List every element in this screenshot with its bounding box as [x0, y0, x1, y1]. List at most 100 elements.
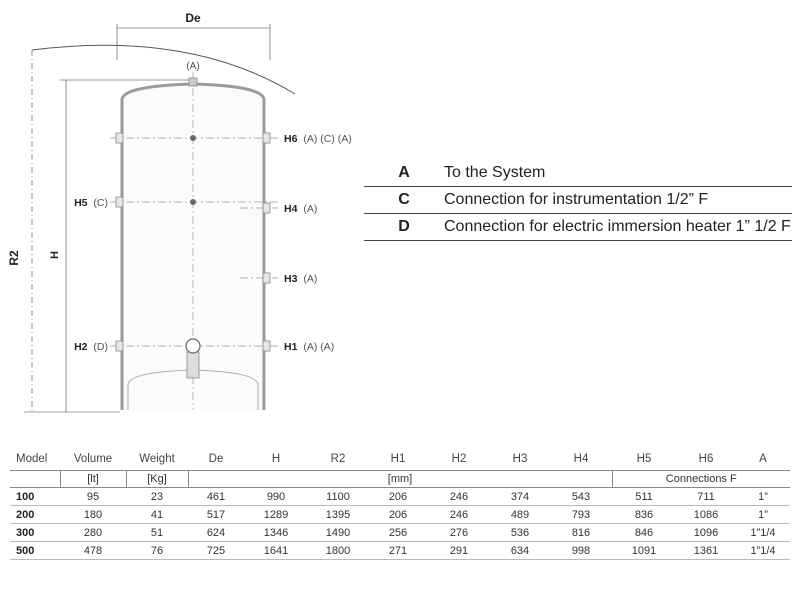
- table-cell: 200: [10, 505, 60, 524]
- connection-label-h1: H1 (A) (A): [284, 341, 334, 353]
- connection-label-h4: H4 (A): [284, 203, 317, 215]
- table-cell: 511: [612, 487, 676, 506]
- table-cell: 41: [126, 505, 188, 524]
- column-header: R2: [330, 453, 346, 465]
- table-cell: 536: [490, 523, 550, 542]
- table-cell: 1”1/4: [736, 523, 790, 542]
- column-header: H6: [698, 453, 714, 465]
- table-cell: 461: [188, 487, 244, 506]
- table-cell: 280: [60, 523, 126, 542]
- legend-text: Connection for electric immersion heater…: [444, 213, 792, 241]
- table-cell: 206: [368, 487, 428, 506]
- table-cell: 836: [612, 505, 676, 524]
- table-cell: 246: [428, 487, 490, 506]
- column-header: H: [271, 453, 281, 465]
- connection-legend: A To the System C Connection for instrum…: [364, 160, 792, 241]
- table-cell: 246: [428, 505, 490, 524]
- table-cell: 180: [60, 505, 126, 524]
- table-row: 100 95 23 461 990 1100 206 246 374 543 5…: [10, 487, 790, 506]
- legend-row: A To the System: [364, 160, 792, 187]
- nozzles: [115, 132, 271, 352]
- connection-label-h5: H5 (C): [74, 197, 108, 209]
- units-cell: [lt]: [59, 470, 127, 488]
- legend-code: D: [364, 213, 444, 241]
- table-cell: 624: [188, 523, 244, 542]
- legend-text: Connection for instrumentation 1/2” F: [444, 186, 792, 214]
- table-cell: 1100: [308, 487, 368, 506]
- table-cell: 634: [490, 541, 550, 560]
- table-cell: 990: [244, 487, 308, 506]
- connection-dot-h6: [190, 135, 196, 141]
- h-dimension: [60, 79, 190, 412]
- tank-technical-drawing: De R2 H (A): [7, 11, 352, 413]
- table-row: 300 280 51 624 1346 1490 256 276 536 816…: [10, 523, 790, 542]
- specifications-table: Model Volume Weight De H R2 H1 H2 H3 H4 …: [10, 448, 790, 560]
- table-cell: 276: [428, 523, 490, 542]
- table-cell: 51: [126, 523, 188, 542]
- tilt-arc: [31, 44, 296, 95]
- column-header: H4: [573, 453, 589, 465]
- table-cell: 206: [368, 505, 428, 524]
- units-cell: [Kg]: [126, 470, 189, 488]
- table-row: 500 478 76 725 1641 1800 271 291 634 998…: [10, 541, 790, 560]
- table-cell: 793: [550, 505, 612, 524]
- tank-body: [120, 72, 266, 410]
- table-units-row: [lt] [Kg] [mm] Connections F: [10, 470, 790, 488]
- table-cell: 271: [368, 541, 428, 560]
- units-cell: [10, 470, 60, 488]
- table-cell: 478: [60, 541, 126, 560]
- table-cell: 76: [126, 541, 188, 560]
- r2-label: R2: [7, 250, 21, 266]
- table-cell: 1361: [676, 541, 736, 560]
- table-cell: 1346: [244, 523, 308, 542]
- column-header: H3: [512, 453, 528, 465]
- legend-text: To the System: [444, 160, 792, 187]
- table-cell: 998: [550, 541, 612, 560]
- connection-label-h2: H2 (D): [74, 341, 108, 353]
- units-cell: [mm]: [188, 470, 613, 488]
- table-cell: 95: [60, 487, 126, 506]
- table-cell: 725: [188, 541, 244, 560]
- column-header: Model: [16, 453, 48, 465]
- legend-row: D Connection for electric immersion heat…: [364, 213, 792, 241]
- table-cell: 1096: [676, 523, 736, 542]
- table-cell: 100: [10, 487, 60, 506]
- table-cell: 489: [490, 505, 550, 524]
- table-cell: 1395: [308, 505, 368, 524]
- legend-code: A: [364, 160, 444, 187]
- table-cell: 500: [10, 541, 60, 560]
- column-header: Weight: [139, 453, 175, 465]
- table-cell: 300: [10, 523, 60, 542]
- table-cell: 1”1/4: [736, 541, 790, 560]
- column-header: H1: [390, 453, 406, 465]
- column-header: H2: [451, 453, 467, 465]
- table-cell: 1800: [308, 541, 368, 560]
- column-header: A: [759, 453, 767, 465]
- units-cell: Connections F: [612, 470, 790, 488]
- table-row: 200 180 41 517 1289 1395 206 246 489 793…: [10, 505, 790, 524]
- table-cell: 291: [428, 541, 490, 560]
- table-cell: 543: [550, 487, 612, 506]
- table-cell: 711: [676, 487, 736, 506]
- table-cell: 1641: [244, 541, 308, 560]
- connection-dot-h5: [190, 199, 196, 205]
- table-cell: 1490: [308, 523, 368, 542]
- table-cell: 23: [126, 487, 188, 506]
- legend-row: C Connection for instrumentation 1/2” F: [364, 186, 792, 214]
- connection-label-h3: H3 (A): [284, 273, 317, 285]
- table-cell: 1091: [612, 541, 676, 560]
- de-label: De: [185, 11, 201, 25]
- table-cell: 374: [490, 487, 550, 506]
- table-cell: 256: [368, 523, 428, 542]
- legend-code: C: [364, 186, 444, 214]
- connection-label-h6: H6 (A) (C) (A): [284, 133, 352, 145]
- heater-port-h2: [185, 338, 201, 354]
- de-dimension: [116, 24, 271, 60]
- table-cell: 1086: [676, 505, 736, 524]
- column-header: De: [208, 453, 224, 465]
- table-cell: 1”: [736, 505, 790, 524]
- table-cell: 517: [188, 505, 244, 524]
- column-header: Volume: [73, 453, 113, 465]
- table-cell: 1289: [244, 505, 308, 524]
- h-label: H: [49, 251, 61, 259]
